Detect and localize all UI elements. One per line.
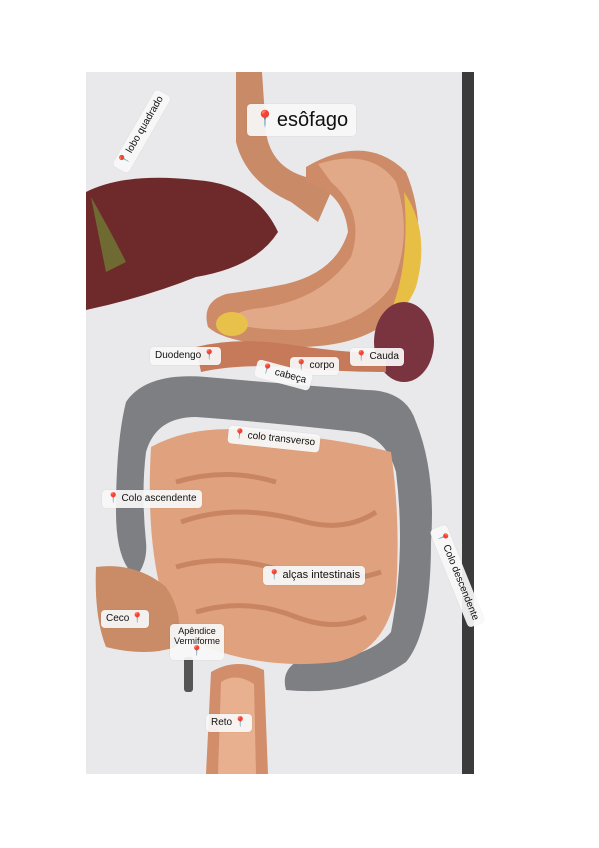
label-reto-text: Reto xyxy=(211,717,233,728)
anatomy-model-photo xyxy=(86,72,474,774)
cecum-shape xyxy=(95,566,180,652)
map-pin-icon: 📍 xyxy=(203,350,216,361)
map-pin-icon: 📍 xyxy=(107,493,120,504)
intestine-fold-lines xyxy=(175,472,382,627)
colon-shape xyxy=(116,376,432,692)
label-apendice-line2: Vermiforme xyxy=(174,636,221,646)
label-cabeca-text: cabeça xyxy=(273,366,308,386)
appendix-shape xyxy=(184,657,193,692)
label-alcas-intestinais-text: alças intestinais xyxy=(282,569,361,581)
label-ceco: Ceco 📍 xyxy=(101,610,149,628)
liver-shape xyxy=(86,177,278,310)
label-duodengo-text: Duodengo xyxy=(155,350,202,361)
label-cauda-text: Cauda xyxy=(369,351,399,362)
map-pin-icon: 📍 xyxy=(434,529,450,546)
gallbladder-shape xyxy=(91,197,126,272)
map-pin-icon: 📍 xyxy=(232,428,247,441)
label-alcas-intestinais: 📍 alças intestinais xyxy=(263,566,366,585)
map-pin-icon: 📍 xyxy=(190,646,204,657)
label-apendice-vermiforme: Apêndice Vermiforme 📍 xyxy=(170,624,225,660)
stomach-fat-shape xyxy=(386,192,422,322)
map-pin-icon: 📍 xyxy=(268,569,281,581)
map-pin-icon: 📍 xyxy=(255,111,275,128)
label-duodengo: Duodengo 📍 xyxy=(150,347,221,365)
label-ceco-text: Ceco xyxy=(106,613,130,624)
label-cauda: 📍 Cauda xyxy=(350,348,404,366)
label-esofago-text: esôfago xyxy=(276,109,349,131)
label-colo-ascendente: 📍 Colo ascendente xyxy=(102,490,202,508)
pylorus-shape xyxy=(216,312,248,336)
map-pin-icon: 📍 xyxy=(295,360,308,371)
small-intestine-shape xyxy=(149,429,398,665)
stomach-lining-shape xyxy=(231,158,404,330)
map-pin-icon: 📍 xyxy=(131,613,144,624)
map-pin-icon: 📍 xyxy=(355,351,368,362)
map-pin-icon: 📍 xyxy=(259,363,275,378)
label-esofago: 📍 esôfago xyxy=(247,104,357,136)
label-colo-transverso-text: colo transverso xyxy=(247,430,316,449)
label-apendice-line1: Apêndice xyxy=(178,626,216,636)
label-reto: Reto 📍 xyxy=(206,714,252,732)
map-pin-icon: 📍 xyxy=(117,151,133,168)
background-edge xyxy=(462,72,474,774)
label-corpo-text: corpo xyxy=(309,360,335,371)
digestive-system-illustration xyxy=(86,72,474,774)
label-colo-ascendente-text: Colo ascendente xyxy=(121,493,197,504)
map-pin-icon: 📍 xyxy=(234,717,247,728)
